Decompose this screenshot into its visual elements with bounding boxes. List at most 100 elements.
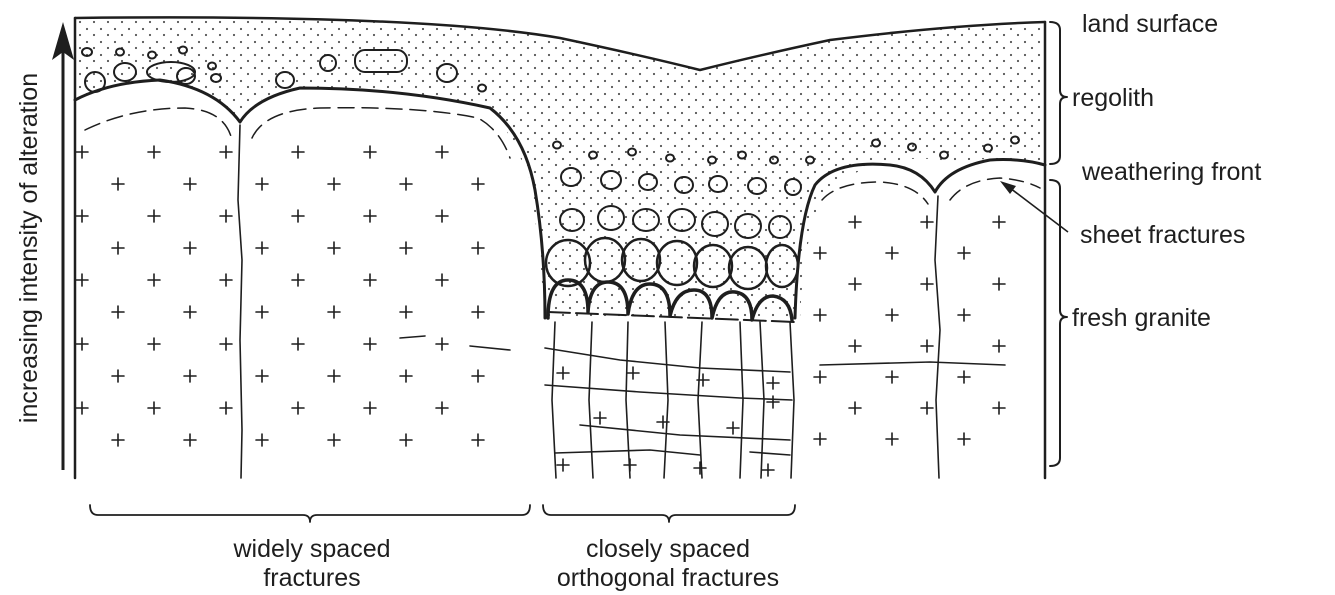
granite-cross	[76, 274, 88, 286]
granite-cross	[220, 274, 232, 286]
brace-fresh-granite	[1050, 180, 1067, 466]
granite-cross	[184, 370, 196, 382]
granite-cross	[886, 247, 898, 259]
granite-cross	[328, 178, 340, 190]
granite-cross	[112, 242, 124, 254]
granite-cross	[292, 402, 304, 414]
right-braces	[1050, 22, 1067, 466]
granite-cross	[112, 434, 124, 446]
granite-cross	[256, 370, 268, 382]
granite-cross	[400, 370, 412, 382]
label-closely-spaced-1: closely spaced	[586, 535, 750, 563]
granite-cross	[958, 247, 970, 259]
granite-cross	[472, 306, 484, 318]
granite-cross	[184, 178, 196, 190]
granite-cross	[849, 402, 861, 414]
label-widely-spaced-1: widely spaced	[232, 535, 390, 563]
granite-cross	[220, 146, 232, 158]
granite-cross	[256, 306, 268, 318]
granite-cross	[256, 242, 268, 254]
label-closely-spaced-2: orthogonal fractures	[557, 564, 779, 592]
granite-cross	[921, 340, 933, 352]
granite-cross	[814, 309, 826, 321]
granite-cross	[767, 396, 779, 408]
granite-cross	[220, 402, 232, 414]
granite-cross	[328, 306, 340, 318]
granite-cross	[436, 210, 448, 222]
label-sheet-fractures: sheet fractures	[1080, 221, 1245, 249]
granite-cross	[436, 146, 448, 158]
sheet-fracture-mid	[252, 108, 510, 158]
granite-cross	[364, 146, 376, 158]
granite-cross	[993, 278, 1005, 290]
granite-cross	[886, 433, 898, 445]
granite-cross	[76, 402, 88, 414]
label-fresh-granite: fresh granite	[1072, 304, 1211, 332]
brace-regolith	[1050, 22, 1067, 164]
brace-widely-spaced	[90, 505, 530, 522]
label-land-surface: land surface	[1082, 10, 1218, 38]
label-regolith: regolith	[1072, 84, 1154, 112]
granite-cross	[112, 306, 124, 318]
sheet-fracture-right	[822, 178, 1040, 204]
granite-cross	[292, 338, 304, 350]
granite-cross	[148, 210, 160, 222]
granite-cross	[886, 371, 898, 383]
granite-cross	[148, 402, 160, 414]
granite-cross	[993, 340, 1005, 352]
granite-cross	[400, 434, 412, 446]
granite-cross	[184, 434, 196, 446]
granite-cross	[694, 462, 706, 474]
granite-cross	[993, 402, 1005, 414]
granite-cross	[472, 434, 484, 446]
granite-cross	[256, 178, 268, 190]
granite-cross	[814, 371, 826, 383]
sheet-fracture-left	[85, 108, 232, 140]
granite-cross	[849, 340, 861, 352]
granite-cross	[814, 247, 826, 259]
granite-cross	[148, 146, 160, 158]
granite-cross	[184, 306, 196, 318]
granite-cross	[76, 146, 88, 158]
y-axis-label: increasing intensity of alteration	[15, 73, 43, 423]
granite-cross	[921, 278, 933, 290]
granite-cross	[148, 274, 160, 286]
label-weathering-front: weathering front	[1081, 158, 1261, 186]
granite-cross	[993, 216, 1005, 228]
weathering-front-left	[75, 80, 545, 318]
granite-cross	[436, 274, 448, 286]
alteration-axis-arrow	[52, 22, 74, 470]
granite-cross	[364, 338, 376, 350]
granite-cross	[958, 433, 970, 445]
granite-cross	[112, 370, 124, 382]
granite-cross	[624, 459, 636, 471]
granite-cross	[184, 242, 196, 254]
granite-cross	[220, 338, 232, 350]
granite-cross	[767, 377, 779, 389]
granite-cross	[220, 210, 232, 222]
granite-cross	[472, 178, 484, 190]
granite-cross	[727, 422, 739, 434]
granite-cross	[400, 178, 412, 190]
granite-cross	[328, 370, 340, 382]
granite-cross	[292, 274, 304, 286]
granite-cross	[886, 309, 898, 321]
granite-cross	[292, 146, 304, 158]
granite-cross	[400, 306, 412, 318]
granite-cross	[76, 338, 88, 350]
granite-cross	[436, 402, 448, 414]
label-widely-spaced-2: fractures	[263, 564, 360, 592]
granite-cross	[814, 433, 826, 445]
granite-cross	[364, 402, 376, 414]
brace-closely-spaced	[543, 505, 795, 522]
sheet-fractures-pointer	[1000, 181, 1068, 232]
granite-cross	[958, 309, 970, 321]
granite-cross	[112, 178, 124, 190]
granite-cross	[256, 434, 268, 446]
granite-cross	[849, 278, 861, 290]
granite-cross	[557, 459, 569, 471]
granite-cross	[436, 338, 448, 350]
granite-cross	[472, 370, 484, 382]
bottom-braces	[90, 505, 795, 522]
